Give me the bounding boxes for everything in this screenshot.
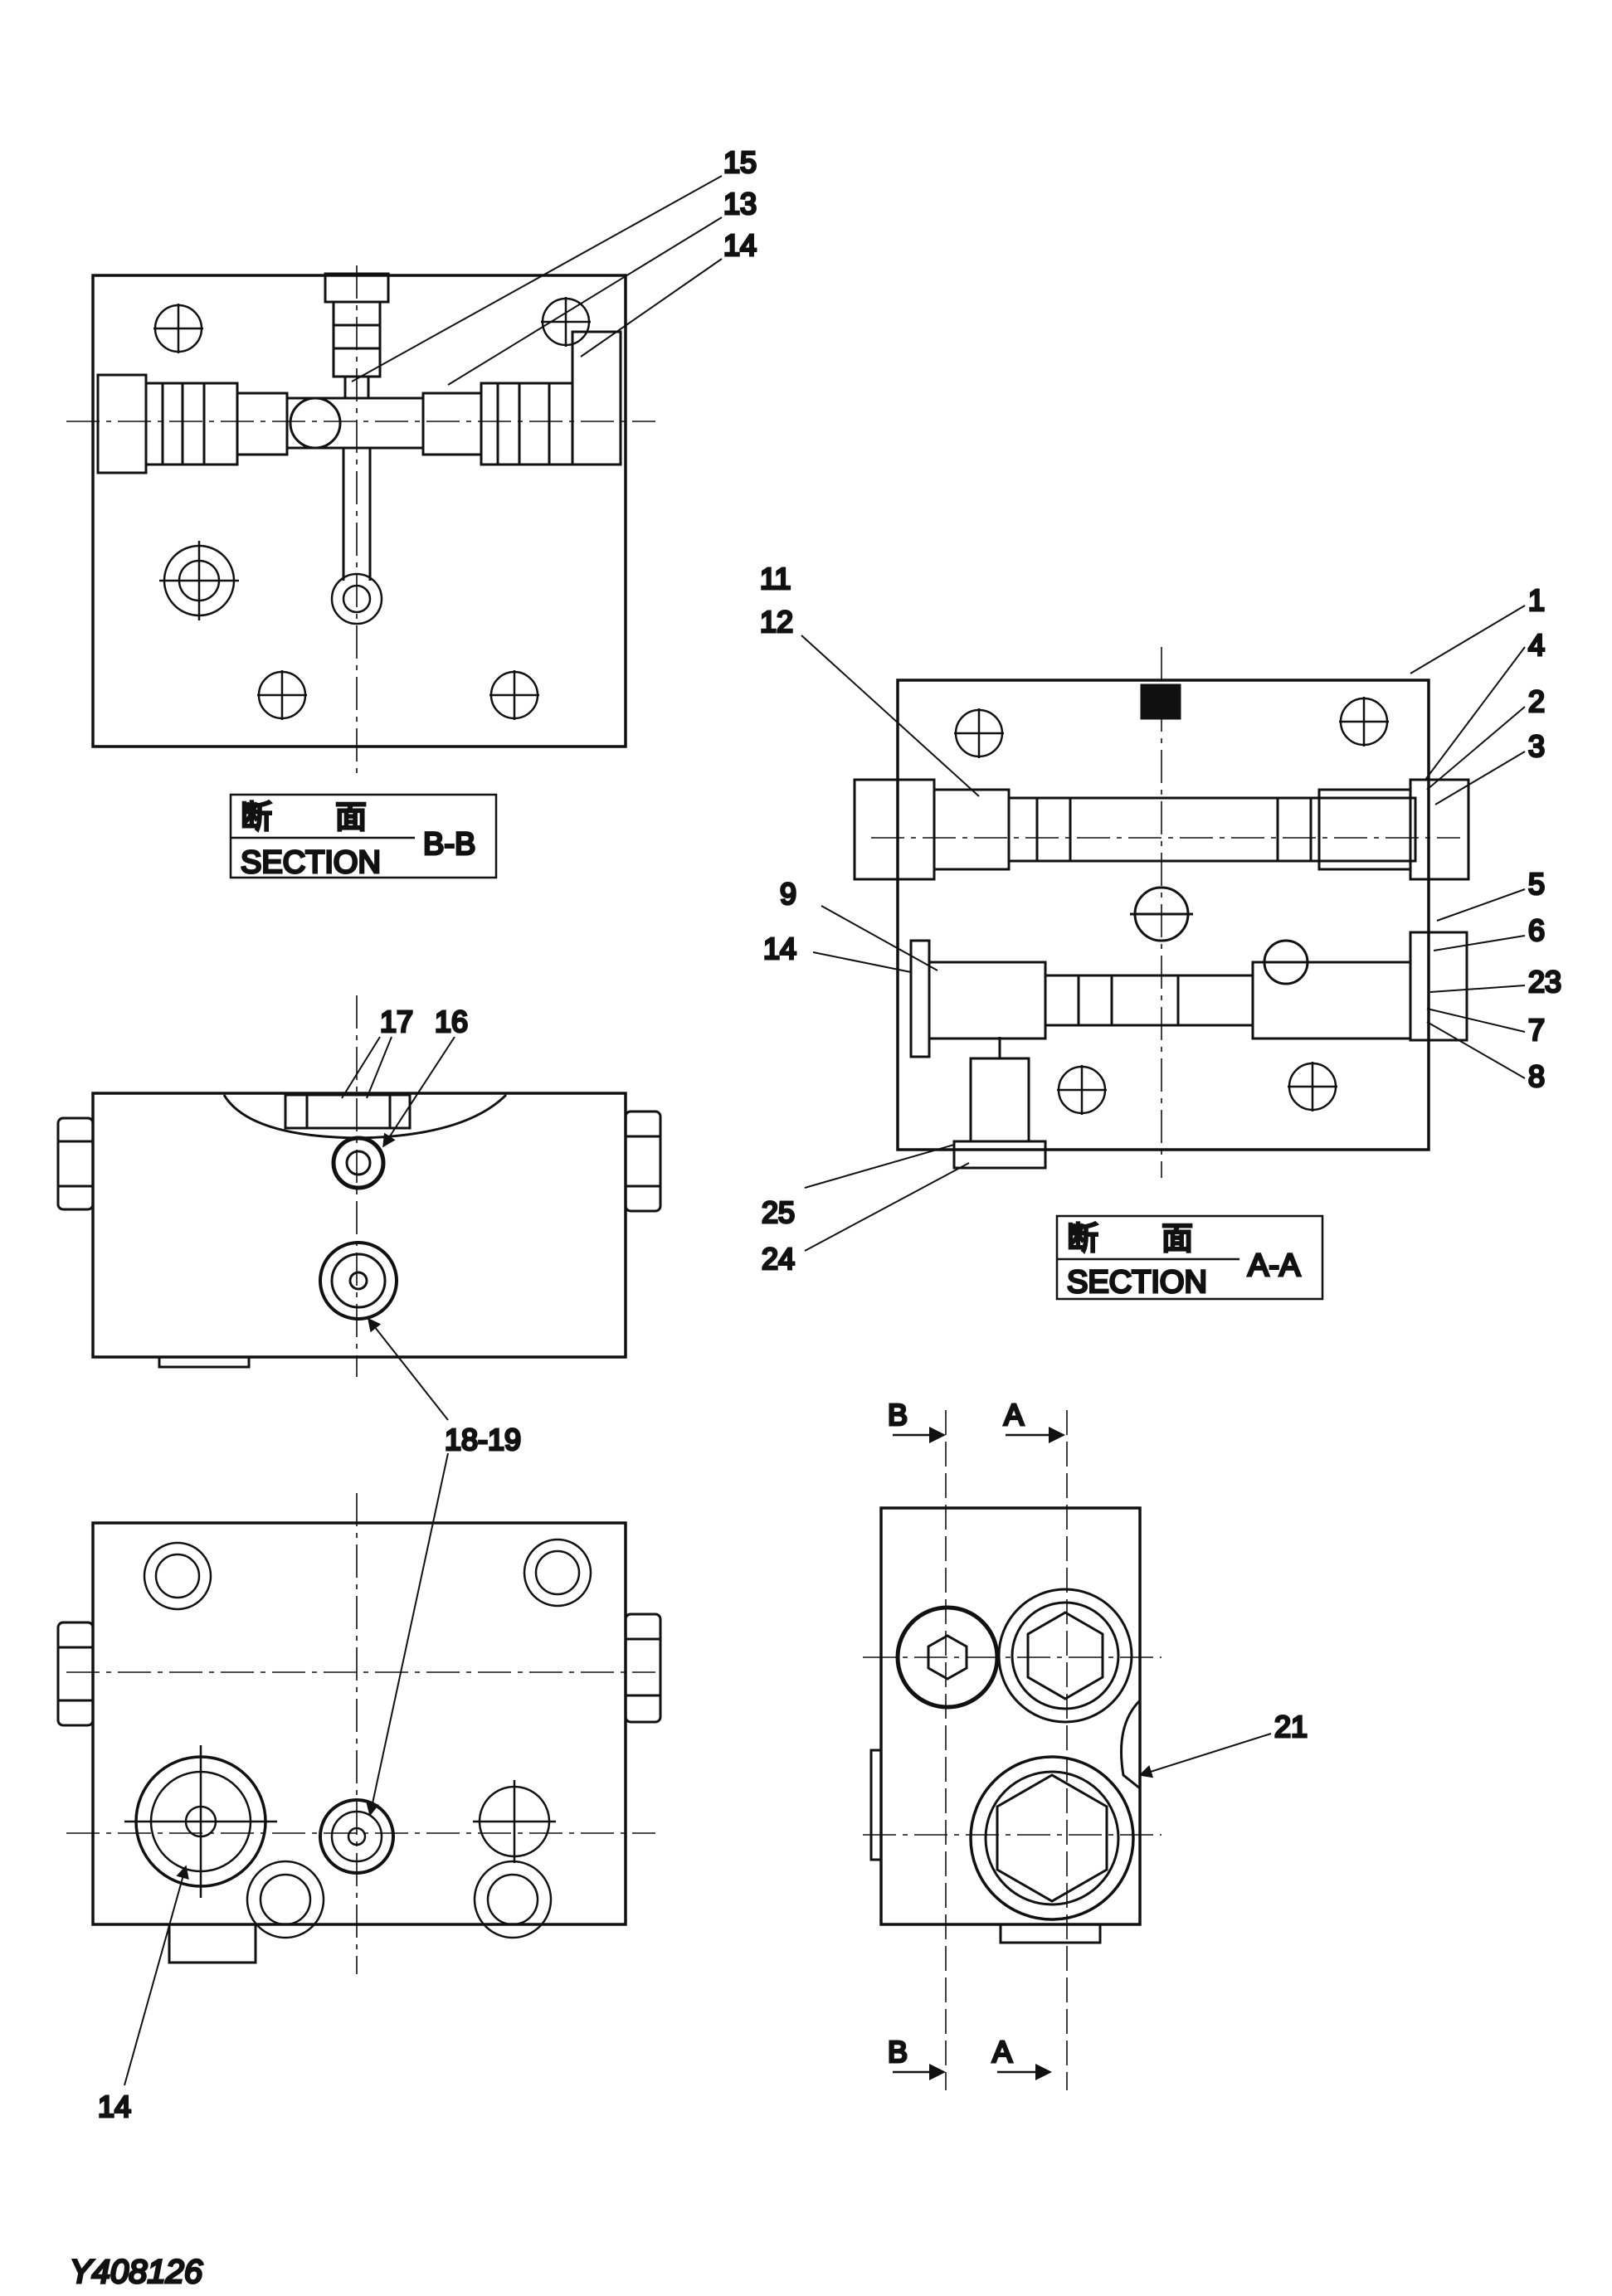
- callout-14-top: 14: [723, 228, 757, 262]
- callout-23: 23: [1528, 965, 1561, 999]
- callout-2: 2: [1528, 684, 1545, 718]
- callout-3: 3: [1528, 729, 1545, 763]
- section-mark-b-top: B: [888, 1398, 908, 1432]
- callout-14-bottom: 14: [98, 2089, 131, 2123]
- section-bb-en-label: SECTION: [241, 845, 381, 880]
- callout-14-section-aa: 14: [763, 932, 796, 966]
- callout-7: 7: [1528, 1013, 1545, 1047]
- section-bb-id-label: B-B: [423, 827, 475, 862]
- callout-6: 6: [1528, 913, 1545, 947]
- callout-15: 15: [723, 145, 757, 179]
- section-aa-id-label: A-A: [1248, 1248, 1301, 1283]
- drawing-code: Y408126: [70, 2254, 203, 2290]
- callout-13: 13: [723, 187, 757, 221]
- view-end: [863, 1410, 1162, 2090]
- callout-8: 8: [1528, 1059, 1545, 1093]
- view-section-aa: 断 面 SECTION A-A: [853, 647, 1470, 1301]
- callout-25: 25: [762, 1195, 795, 1229]
- callout-24: 24: [762, 1242, 795, 1276]
- callout-1: 1: [1528, 583, 1545, 617]
- callout-18-19: 18-19: [445, 1423, 521, 1457]
- section-mark-a-bottom: A: [992, 2035, 1012, 2069]
- section-bb-jp-label: 断 面: [241, 800, 367, 835]
- section-aa-jp-label: 断 面: [1067, 1222, 1193, 1257]
- view-section-bb: 断 面 SECTION B-B: [66, 265, 655, 882]
- section-aa-en-label: SECTION: [1067, 1265, 1207, 1300]
- section-mark-a-top: A: [1004, 1398, 1024, 1432]
- callout-17: 17: [380, 1004, 413, 1039]
- callout-12: 12: [760, 605, 793, 639]
- section-mark-b-bottom: B: [888, 2035, 908, 2069]
- view-bottom-plan: [56, 1493, 662, 1974]
- callout-16: 16: [435, 1004, 468, 1039]
- callout-9: 9: [780, 877, 796, 911]
- view-side: [56, 995, 662, 1377]
- callout-5: 5: [1528, 867, 1545, 901]
- callout-21: 21: [1274, 1710, 1308, 1744]
- callout-4: 4: [1528, 628, 1545, 662]
- callout-11: 11: [760, 562, 791, 596]
